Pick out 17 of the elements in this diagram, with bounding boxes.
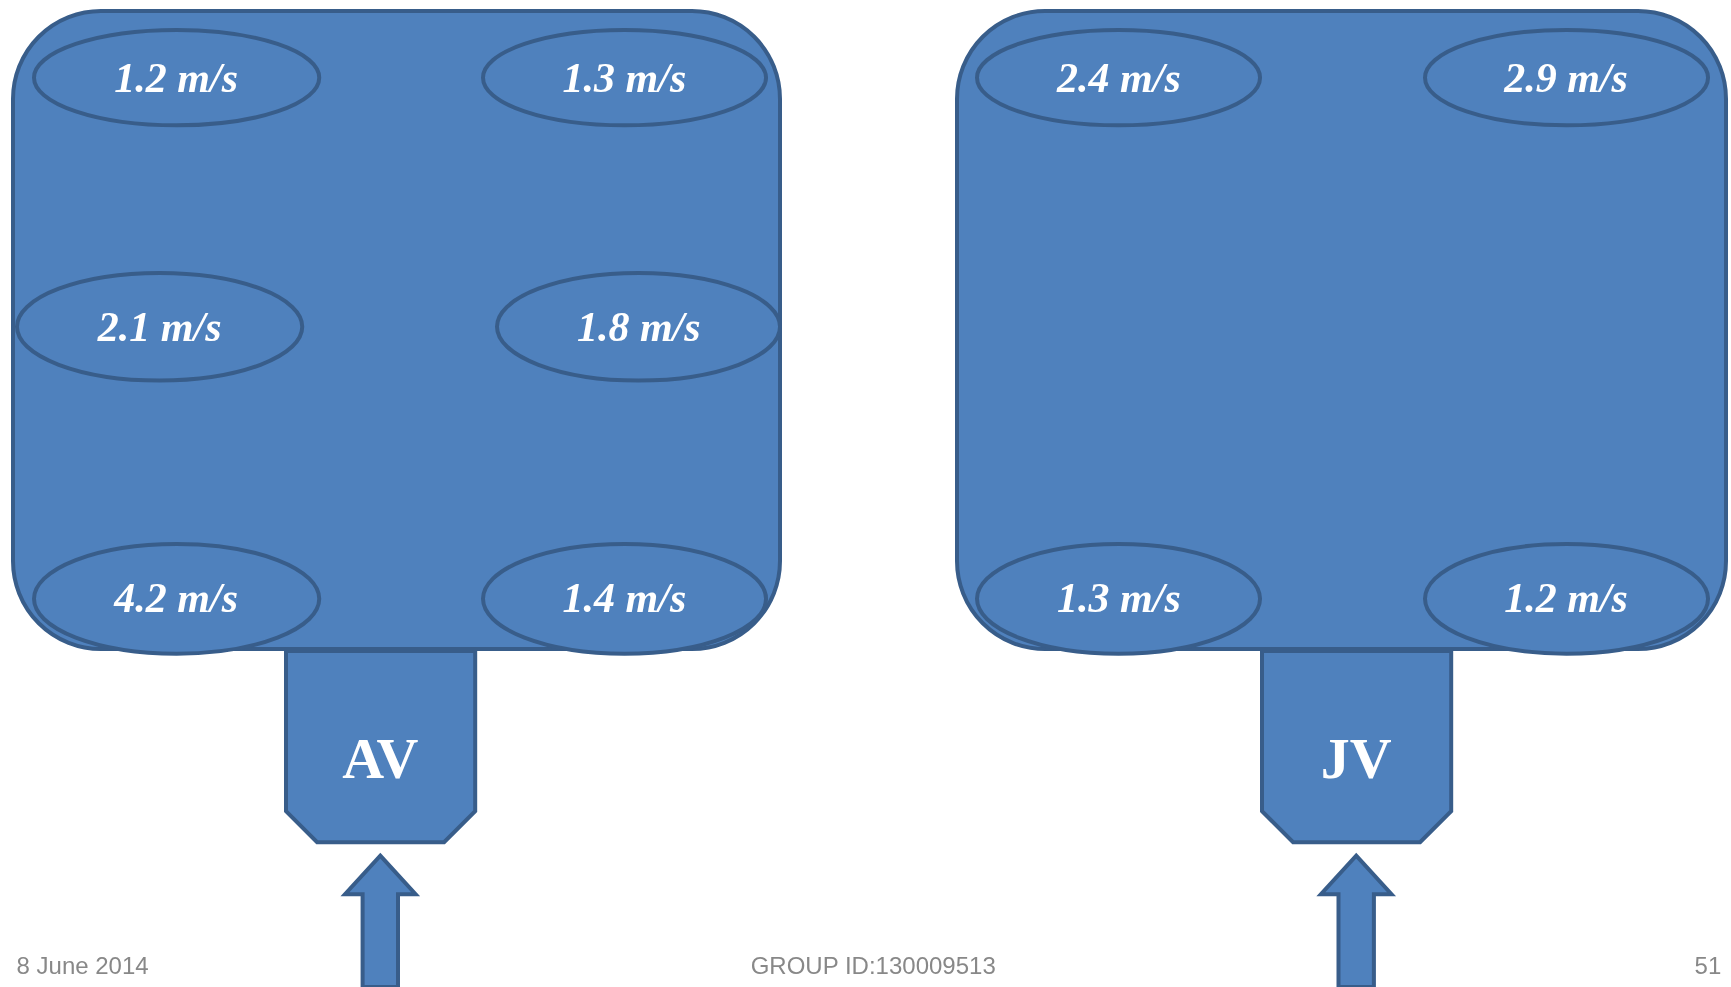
block-arrow — [1316, 852, 1397, 987]
speed-label: 1.2 m/s — [114, 53, 239, 102]
speed-label: 1.3 m/s — [1057, 574, 1181, 623]
inlet-label: JV — [1320, 724, 1392, 792]
speed-label: 1.4 m/s — [562, 574, 687, 623]
speed-label: 1.8 m/s — [576, 302, 701, 351]
speed-label: 1.3 m/s — [562, 53, 687, 102]
speed-label: 2.9 m/s — [1504, 53, 1628, 102]
page-number: 51 — [1694, 951, 1722, 980]
date-text: 8 June 2014 — [16, 951, 149, 980]
speed-label: 2.1 m/s — [97, 302, 222, 351]
inlet-label: AV — [342, 724, 419, 792]
speed-label: 1.2 m/s — [1504, 574, 1628, 623]
footer-text: GROUP ID:130009513 — [750, 951, 996, 980]
speed-label: 2.4 m/s — [1057, 53, 1181, 102]
speed-label: 4.2 m/s — [114, 574, 239, 623]
block-arrow — [340, 852, 421, 987]
